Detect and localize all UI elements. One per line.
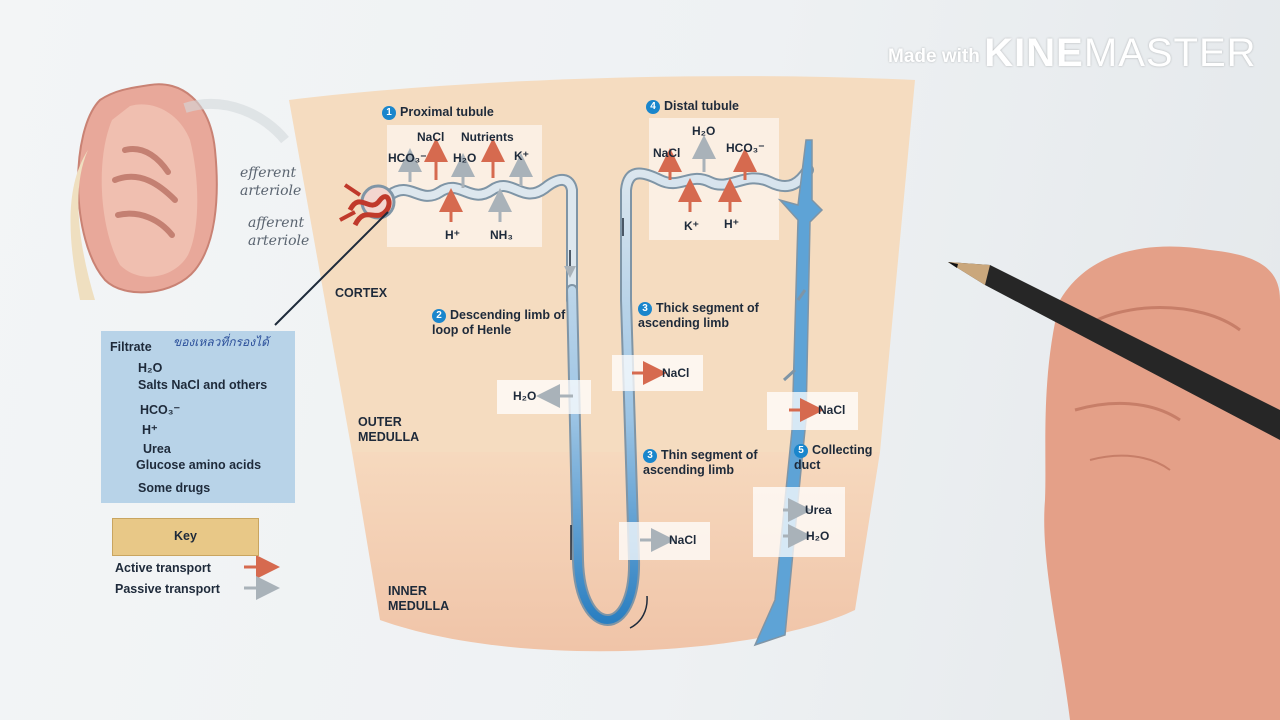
medulla-region <box>352 452 880 652</box>
chem-nacl-thick: NaCl <box>662 366 690 380</box>
chem-nh3: NH₃ <box>490 228 513 242</box>
chem-h-proximal: H⁺ <box>445 228 460 242</box>
chem-h2o-collecting: H₂O <box>806 529 830 543</box>
filtrate-item: H₂O <box>138 361 163 375</box>
filtrate-handwritten-note: ของเหลวที่กรองได้ <box>173 335 269 349</box>
filtrate-item: HCO₃⁻ <box>140 403 181 417</box>
afferent-note: afferent arteriole <box>248 215 310 249</box>
hand-with-pencil <box>948 246 1280 720</box>
legend-active-transport: Active transport <box>115 561 211 575</box>
cortex-label: CORTEX <box>335 286 388 300</box>
kidney-illustration <box>70 83 289 300</box>
collecting-duct <box>753 139 824 647</box>
filtrate-title: Filtrate <box>110 340 152 354</box>
chem-nacl-distal: NaCl <box>653 146 681 160</box>
outer-medulla-label: OUTER MEDULLA <box>358 415 420 444</box>
chem-k-distal: K⁺ <box>684 219 699 233</box>
chem-nacl-thin: NaCl <box>669 533 697 547</box>
kinemaster-watermark: Made with KINEMASTER <box>888 31 1257 75</box>
chem-h2o-descending: H₂O <box>513 389 537 403</box>
filtrate-item: Salts NaCl and others <box>138 378 268 392</box>
chem-nutrients: Nutrients <box>461 130 514 144</box>
chem-nacl-collecting: NaCl <box>818 403 846 417</box>
chem-hco3-proximal: HCO₃⁻ <box>388 151 427 165</box>
legend-passive-transport: Passive transport <box>115 582 220 596</box>
filtrate-item: Urea <box>143 442 171 456</box>
filtrate-item: Glucose amino acids <box>136 458 262 472</box>
chem-k-proximal: K⁺ <box>514 149 529 163</box>
chem-hco3-distal: HCO₃⁻ <box>726 141 765 155</box>
inner-medulla-label: INNER MEDULLA <box>388 584 450 613</box>
chem-h2o-distal: H₂O <box>692 124 716 138</box>
key-box: Key <box>112 518 259 556</box>
filtrate-item: Some drugs <box>138 481 211 495</box>
efferent-note: efferent arteriole <box>240 165 302 199</box>
filtrate-panel: Filtrate ของเหลวที่กรองได้ H₂O Salts NaC… <box>101 331 295 503</box>
chem-urea-collecting: Urea <box>805 503 832 517</box>
chem-h-distal: H⁺ <box>724 217 739 231</box>
chem-nacl-proximal: NaCl <box>417 130 445 144</box>
filtrate-item: H⁺ <box>142 423 158 437</box>
chem-h2o-proximal: H₂O <box>453 151 477 165</box>
